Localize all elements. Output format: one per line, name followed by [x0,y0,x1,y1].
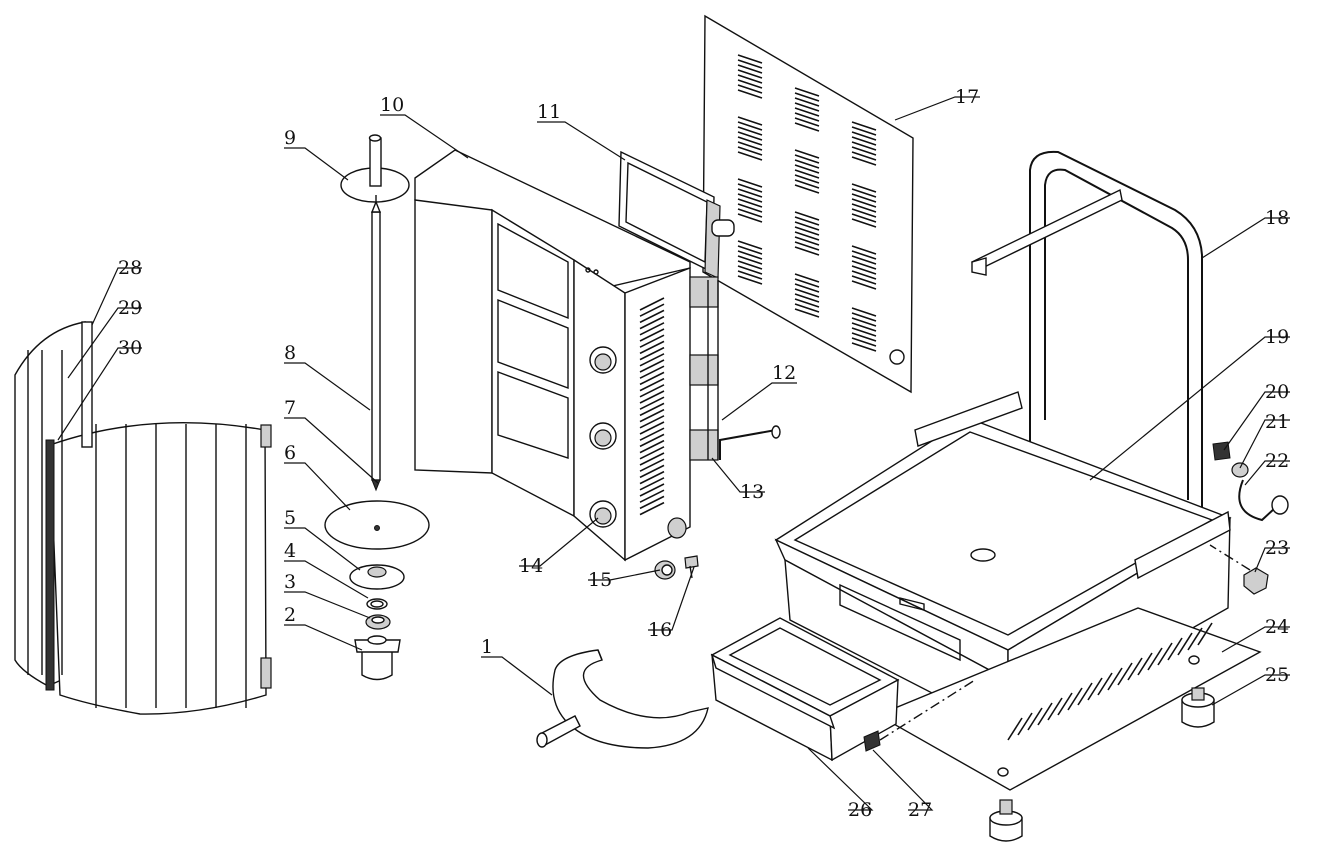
label-6: 6 [284,442,296,464]
label-18: 18 [1265,207,1289,229]
part-17-rear-vented-panel [702,14,914,394]
label-23: 23 [1265,537,1289,559]
label-27: 27 [908,799,932,821]
assembly-lines [879,544,1251,741]
label-15: 15 [588,569,612,591]
part-3-bearing [365,614,391,630]
label-30: 30 [118,337,142,359]
label-1: 1 [481,636,493,658]
label-9: 9 [284,127,296,149]
part-10-burner-housing [414,149,691,562]
part-24-base-plate [876,607,1262,791]
part-6-drip-plate [324,500,430,550]
part-11-control-box [618,150,735,279]
part-25-foot [989,687,1215,842]
part-26-drawer [710,617,900,762]
leader-lines [57,96,1290,811]
label-14: 14 [519,555,543,577]
part-27-switch [863,730,881,752]
part-15-valve-knob [654,517,687,580]
label-13: 13 [740,481,764,503]
label-4: 4 [284,540,296,562]
label-2: 2 [284,604,296,626]
part-13-brackets [689,276,719,461]
part-5-bearing-disc [349,564,405,590]
part-9-top-plate [340,134,410,203]
label-28: 28 [118,257,142,279]
part-4-ring [366,598,388,610]
label-21: 21 [1265,411,1289,433]
label-12: 12 [772,362,796,384]
part-28-shield-rail [81,321,93,448]
label-20: 20 [1265,381,1289,403]
label-5: 5 [284,507,296,529]
label-26: 26 [848,799,872,821]
part-21-nut [1231,462,1249,478]
label-17: 17 [955,86,979,108]
part-22-gas-hose [1238,479,1289,522]
part-23-valve [1243,567,1269,595]
label-24: 24 [1265,616,1289,638]
part-1-drip-tray [536,649,709,749]
label-11: 11 [537,101,561,123]
label-22: 22 [1265,450,1289,472]
label-7: 7 [284,397,296,419]
part-2-motor-housing [354,635,401,681]
label-8: 8 [284,342,296,364]
label-3: 3 [284,571,296,593]
label-25: 25 [1265,664,1289,686]
label-10: 10 [380,94,404,116]
part-8-spit-rod [370,195,382,481]
part-18-lifting-frame [971,150,1203,520]
label-19: 19 [1265,326,1289,348]
part-30-shield-clip [45,439,55,691]
part-29-heat-shield [14,321,272,715]
callout-labels: 1 2 3 4 5 6 7 8 9 10 11 12 13 14 15 16 1… [118,86,1289,821]
label-29: 29 [118,297,142,319]
part-12-gas-rod [719,425,781,460]
label-16: 16 [648,619,672,641]
part-16-screw [684,555,699,579]
